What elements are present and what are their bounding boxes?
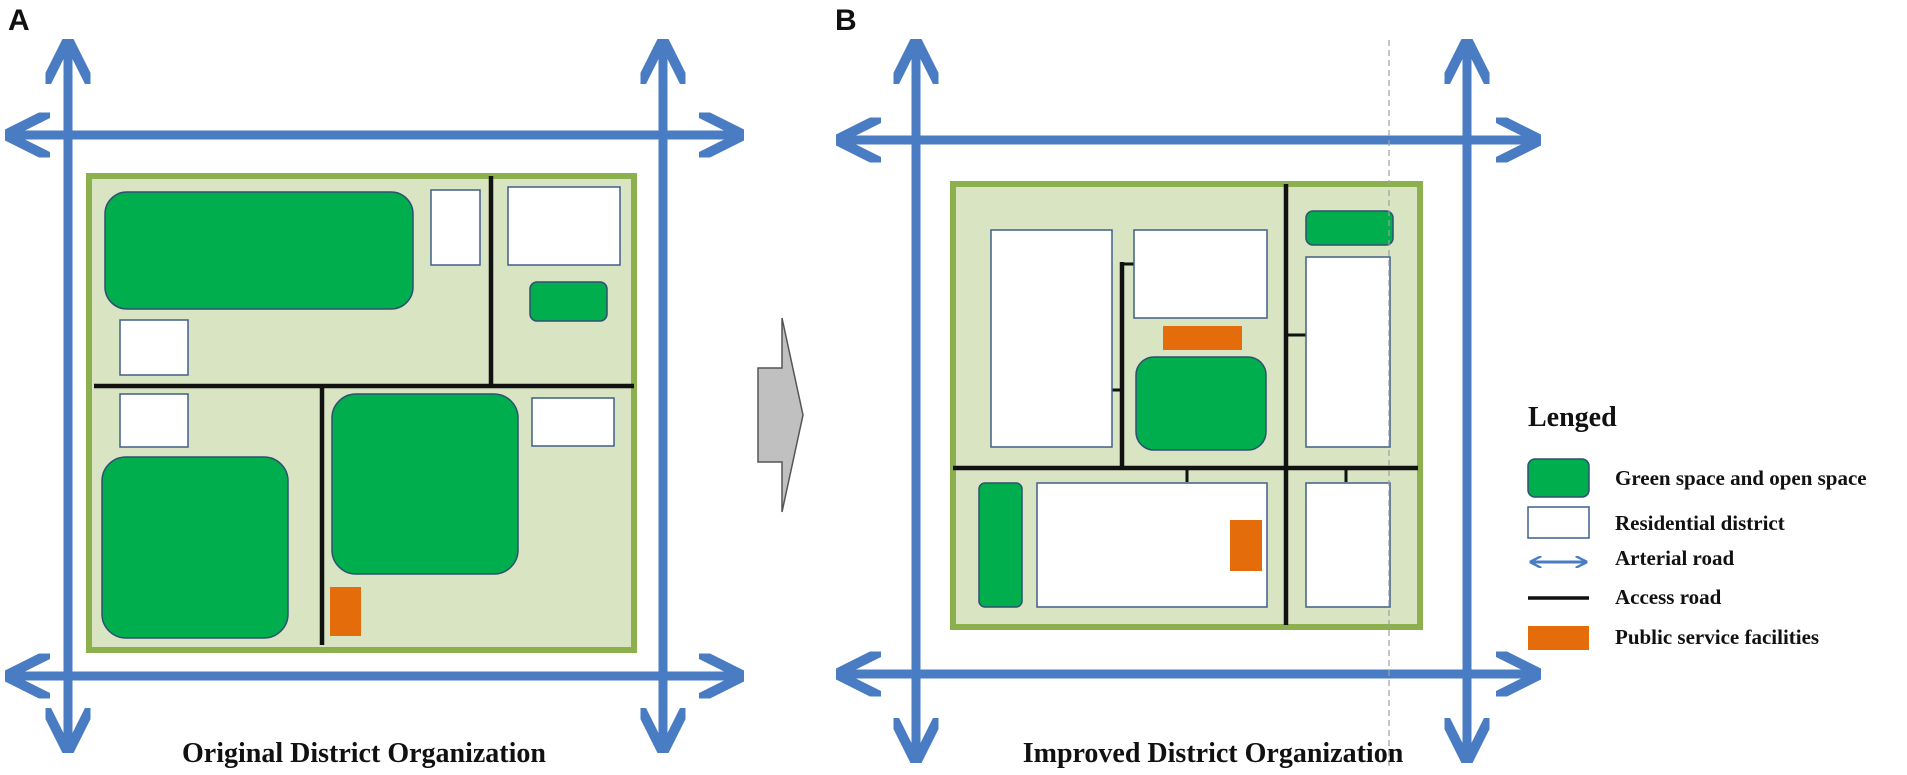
- residential-district: [507, 186, 621, 266]
- green-space: [1305, 210, 1394, 246]
- legend-label-green: Green space and open space: [1615, 466, 1867, 490]
- residential-district: [430, 189, 481, 266]
- legend-public-swatch: [1528, 626, 1589, 650]
- legend: Lenged Green space and open space Reside…: [1527, 402, 1867, 650]
- panel-a: A: [8, 4, 735, 769]
- public-service-facility: [1163, 326, 1242, 350]
- residential-district: [990, 229, 1113, 448]
- arterial-roads: [845, 48, 1532, 754]
- legend-label-access: Access road: [1615, 585, 1722, 609]
- residential-district: [119, 319, 189, 376]
- access-road-spurs: [1110, 262, 1348, 482]
- green-space: [101, 456, 289, 639]
- residential-district: [1133, 229, 1268, 319]
- transition-arrow: [757, 317, 804, 513]
- residential-district: [119, 393, 189, 448]
- green-space: [529, 281, 608, 322]
- residential-district: [1305, 482, 1391, 608]
- green-space: [1135, 356, 1267, 451]
- legend-title: Lenged: [1528, 402, 1617, 433]
- green-space: [978, 482, 1023, 608]
- green-space: [104, 191, 414, 310]
- access-roads: [94, 176, 634, 645]
- legend-label-arterial: Arterial road: [1615, 546, 1734, 570]
- public-service-facility: [1230, 520, 1262, 571]
- arterial-roads: [14, 48, 735, 744]
- residential-district: [531, 397, 615, 447]
- panel-a-caption: Original District Organization: [182, 738, 546, 769]
- residential-district: [1036, 482, 1268, 608]
- legend-residential-swatch: [1527, 506, 1590, 539]
- residential-district: [1305, 256, 1391, 448]
- panel-b-caption: Improved District Organization: [1023, 738, 1404, 769]
- panel-b: B: [835, 4, 1532, 770]
- legend-label-residential: Residential district: [1615, 511, 1785, 535]
- public-service-facility: [330, 587, 361, 636]
- panel-a-letter: A: [8, 4, 30, 37]
- legend-label-public: Public service facilities: [1615, 625, 1819, 649]
- green-space: [331, 393, 519, 575]
- legend-green-swatch: [1527, 458, 1590, 498]
- panel-b-letter: B: [835, 4, 857, 37]
